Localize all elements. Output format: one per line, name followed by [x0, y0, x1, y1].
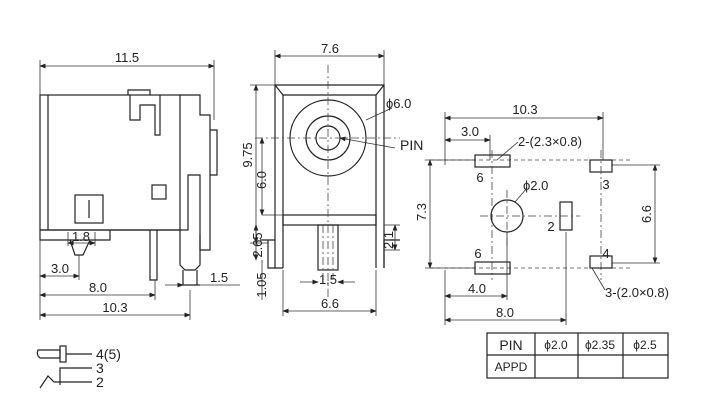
dim-fp-10-3: 10.3 — [512, 102, 537, 117]
footprint-view: 10.3 3.0 2-(2.3×0.8) 7.3 6.6 — [414, 102, 669, 325]
table-row-label: APPD — [495, 360, 528, 374]
label-front-phi: ϕ6.0 — [386, 96, 411, 111]
dim-front-1-05: 1.05 — [254, 272, 269, 297]
label-fp-slot-b: 3-(2.0×0.8) — [605, 285, 669, 300]
pin-table: PIN ϕ2.0 ϕ2.35 ϕ2.5 APPD — [486, 332, 669, 379]
dim-side-1-8: 1.8 — [72, 229, 90, 244]
dim-side-width: 11.5 — [115, 50, 139, 65]
dim-front-2-65: 2.65 — [250, 232, 265, 257]
dim-fp-6-6: 6.6 — [639, 205, 654, 223]
pin-label-4: 4 — [602, 246, 609, 261]
label-front-pin: PIN — [400, 137, 423, 153]
pin-label-6-top: 6 — [476, 170, 483, 185]
dim-fp-4-0: 4.0 — [468, 281, 486, 296]
dim-side-10-3: 10.3 — [102, 300, 127, 315]
label-fp-slot-a: 2-(2.3×0.8) — [518, 134, 582, 149]
legend-item-4-5: 4(5) — [96, 346, 121, 362]
front-view: 7.6 ϕ6.0 PIN 9.75 6.0 2.6 — [240, 41, 423, 316]
table-header-phi-2-35: ϕ2.35 — [585, 338, 615, 352]
table-header-phi-2-5: ϕ2.5 — [633, 338, 657, 352]
table-header-phi-2-0: ϕ2.0 — [544, 338, 568, 352]
pin-label-6-bottom: 6 — [474, 246, 481, 261]
side-view: 11.5 1.8 3.0 8.0 — [39, 50, 240, 320]
dim-front-1-5: 1.5 — [319, 272, 337, 287]
label-fp-hole: ϕ2.0 — [523, 178, 548, 193]
dim-fp-8-0: 8.0 — [496, 305, 514, 320]
pin-label-3: 3 — [602, 177, 609, 192]
dim-fp-3-0: 3.0 — [461, 124, 479, 139]
pin-legend: 4(5) 3 2 — [36, 345, 121, 390]
legend-item-2: 2 — [96, 374, 104, 390]
dim-side-3-0: 3.0 — [51, 261, 69, 276]
dim-side-1-5: 1.5 — [210, 270, 228, 285]
table-header-pin: PIN — [499, 337, 522, 353]
dim-fp-7-3: 7.3 — [414, 203, 429, 221]
dim-front-6-6: 6.6 — [321, 296, 339, 311]
pin-label-2: 2 — [547, 219, 554, 234]
dim-front-2-1: 2.1 — [381, 231, 396, 249]
dim-front-9-75: 9.75 — [240, 142, 255, 167]
dim-front-6-0: 6.0 — [254, 171, 269, 189]
dim-front-width: 7.6 — [321, 41, 339, 56]
legend-item-3: 3 — [96, 360, 104, 376]
dim-side-8-0: 8.0 — [89, 280, 107, 295]
